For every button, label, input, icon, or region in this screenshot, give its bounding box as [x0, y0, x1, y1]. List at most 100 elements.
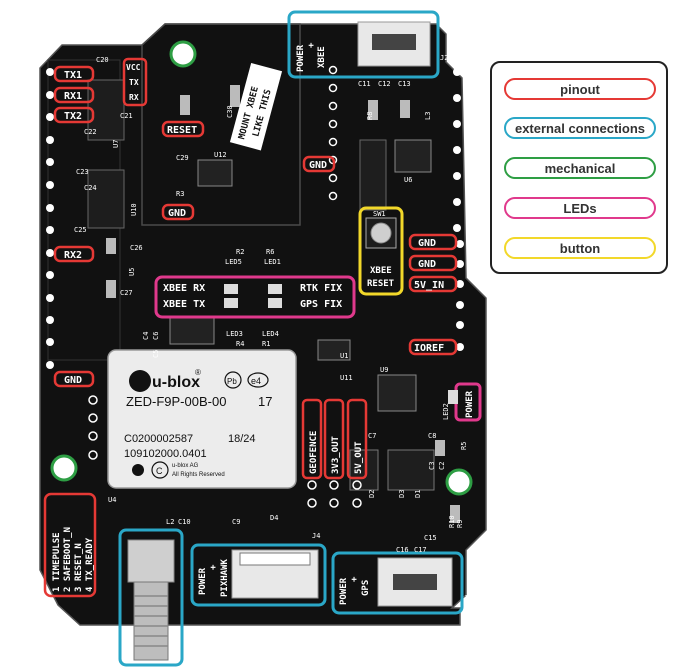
conn-gps-line2: +	[350, 576, 360, 582]
ref-c11: C11	[358, 80, 371, 88]
pin-tx1: TX1	[64, 70, 82, 81]
pin-reset: RESET	[167, 125, 197, 136]
sma-antenna-connector	[118, 528, 184, 667]
pixhawk-connector: POWER + PIXHAWK	[190, 543, 327, 607]
right-header	[453, 68, 464, 351]
module-reg-mark: ®	[195, 368, 201, 377]
pin-vcc: VCC	[126, 63, 141, 72]
left-header	[46, 68, 54, 369]
pin-5v-out: 5V_OUT	[354, 441, 364, 474]
conn-pixhawk-line3: PIXHAWK	[220, 558, 230, 597]
conn-pixhawk-line2: +	[209, 564, 219, 570]
ref-r5: R5	[460, 442, 468, 450]
pinout-labels	[43, 57, 458, 598]
ref-c8: C8	[428, 432, 436, 440]
ref-c25: C25	[74, 226, 87, 234]
conn-xbee-line3: XBEE	[317, 46, 327, 68]
ref-c24: C24	[84, 184, 97, 192]
ref-c9: C9	[232, 518, 240, 526]
pin-reset-n: 3 RESET_N	[74, 543, 84, 592]
module-code: 109102000.0401	[124, 448, 207, 460]
xbee-footprint-outline	[141, 23, 301, 226]
pin-geofence: GEOFENCE	[309, 431, 319, 474]
ref-c15: C15	[424, 534, 437, 542]
ref-d2: D2	[368, 490, 376, 498]
ref-r10: R10	[448, 515, 456, 528]
module-copyright: u-blox AG	[172, 463, 199, 469]
ref-u3: U3	[262, 76, 270, 84]
ref-c30: C30	[226, 105, 234, 118]
ref-c17: C17	[414, 546, 427, 554]
legend-external: external connections	[504, 117, 656, 139]
pin-tx-top: TX	[129, 78, 139, 87]
module-copy-mark: C	[156, 466, 163, 476]
ref-r4: R4	[236, 340, 244, 348]
pin-safeboot: 2 SAFEBOOT_N	[63, 527, 73, 592]
led-gps-fix: GPS FIX	[300, 299, 342, 310]
button-label-line1: XBEE	[370, 266, 392, 276]
module-date: 18/24	[228, 433, 256, 445]
pin-gnd-a: GND	[168, 208, 186, 219]
legend-leds: LEDs	[504, 197, 656, 219]
gps-module: u-blox ® Pb e4 ZED-F9P-00B-00 17 C020000…	[107, 349, 297, 489]
ref-led5: LED5	[225, 258, 242, 266]
pin-3v3-out: 3V3_OUT	[331, 435, 341, 474]
usb-xbee-connector: POWER + XBEE	[287, 10, 440, 79]
pin-gnd-r1: GND	[418, 238, 436, 249]
conn-xbee-line1: POWER	[296, 44, 306, 72]
pin-gnd-left: GND	[64, 375, 82, 386]
pin-rx1: RX1	[64, 91, 82, 102]
conn-xbee-line2: +	[307, 42, 317, 48]
ref-r9: R9	[456, 520, 464, 528]
mounting-holes	[50, 40, 473, 496]
ref-led2: LED2	[442, 403, 450, 420]
ref-r6: R6	[266, 248, 274, 256]
ref-c20: C20	[96, 56, 109, 64]
ref-c21: C21	[120, 112, 133, 120]
pinout-texts: TX1 RX1 TX2 RX2 GND VCC TX RX RESET GND …	[52, 63, 444, 592]
ref-c4: C4	[142, 332, 150, 340]
led-power: POWER	[465, 390, 475, 418]
mount-hole-top	[169, 40, 197, 68]
led-xbee-tx: XBEE TX	[163, 299, 205, 310]
ref-u4: U4	[108, 496, 116, 504]
pin-rx2: RX2	[64, 250, 82, 261]
pin-gnd-r2: GND	[418, 259, 436, 270]
ref-c27: C27	[120, 289, 133, 297]
leds: XBEE RX XBEE TX RTK FIX GPS FIX POWER	[154, 275, 482, 422]
components	[87, 79, 460, 523]
ref-c7: C7	[368, 432, 376, 440]
ref-r8: R8	[366, 112, 374, 120]
button-ref: SW1	[373, 210, 386, 218]
legend-button: button	[504, 237, 656, 259]
e4-icon	[247, 372, 269, 388]
pin-ioref: IOREF	[414, 343, 444, 354]
ref-c12: C12	[378, 80, 391, 88]
ref-j4: J4	[312, 532, 320, 540]
led-xbee-rx: XBEE RX	[163, 283, 205, 294]
ref-led1: LED1	[264, 258, 281, 266]
ref-j1: J1	[464, 594, 472, 602]
ref-c16: C16	[396, 546, 409, 554]
ref-d1: D1	[414, 490, 422, 498]
mount-hole-left	[50, 454, 78, 482]
usb-gps-connector: POWER + GPS	[331, 551, 464, 615]
ref-r3: R3	[176, 190, 184, 198]
mount-hole-right	[445, 468, 473, 496]
pin-tx2: TX2	[64, 111, 82, 122]
ref-d3: D3	[398, 490, 406, 498]
module-serial: C0200002587	[124, 433, 193, 445]
module-brand: u-blox	[152, 374, 200, 391]
pin-tx-ready: 4 TX_READY	[85, 537, 95, 592]
ref-u11: U11	[340, 374, 353, 382]
xbee-header	[328, 65, 338, 201]
led-rtk-fix: RTK FIX	[300, 283, 342, 294]
ref-r2: R2	[236, 248, 244, 256]
ref-u6: U6	[404, 176, 412, 184]
ref-led4: LED4	[262, 330, 279, 338]
ref-u1: U1	[340, 352, 348, 360]
module-pb: Pb	[227, 377, 237, 386]
pin-rx-top: RX	[129, 93, 139, 102]
ref-u9: U9	[380, 366, 388, 374]
